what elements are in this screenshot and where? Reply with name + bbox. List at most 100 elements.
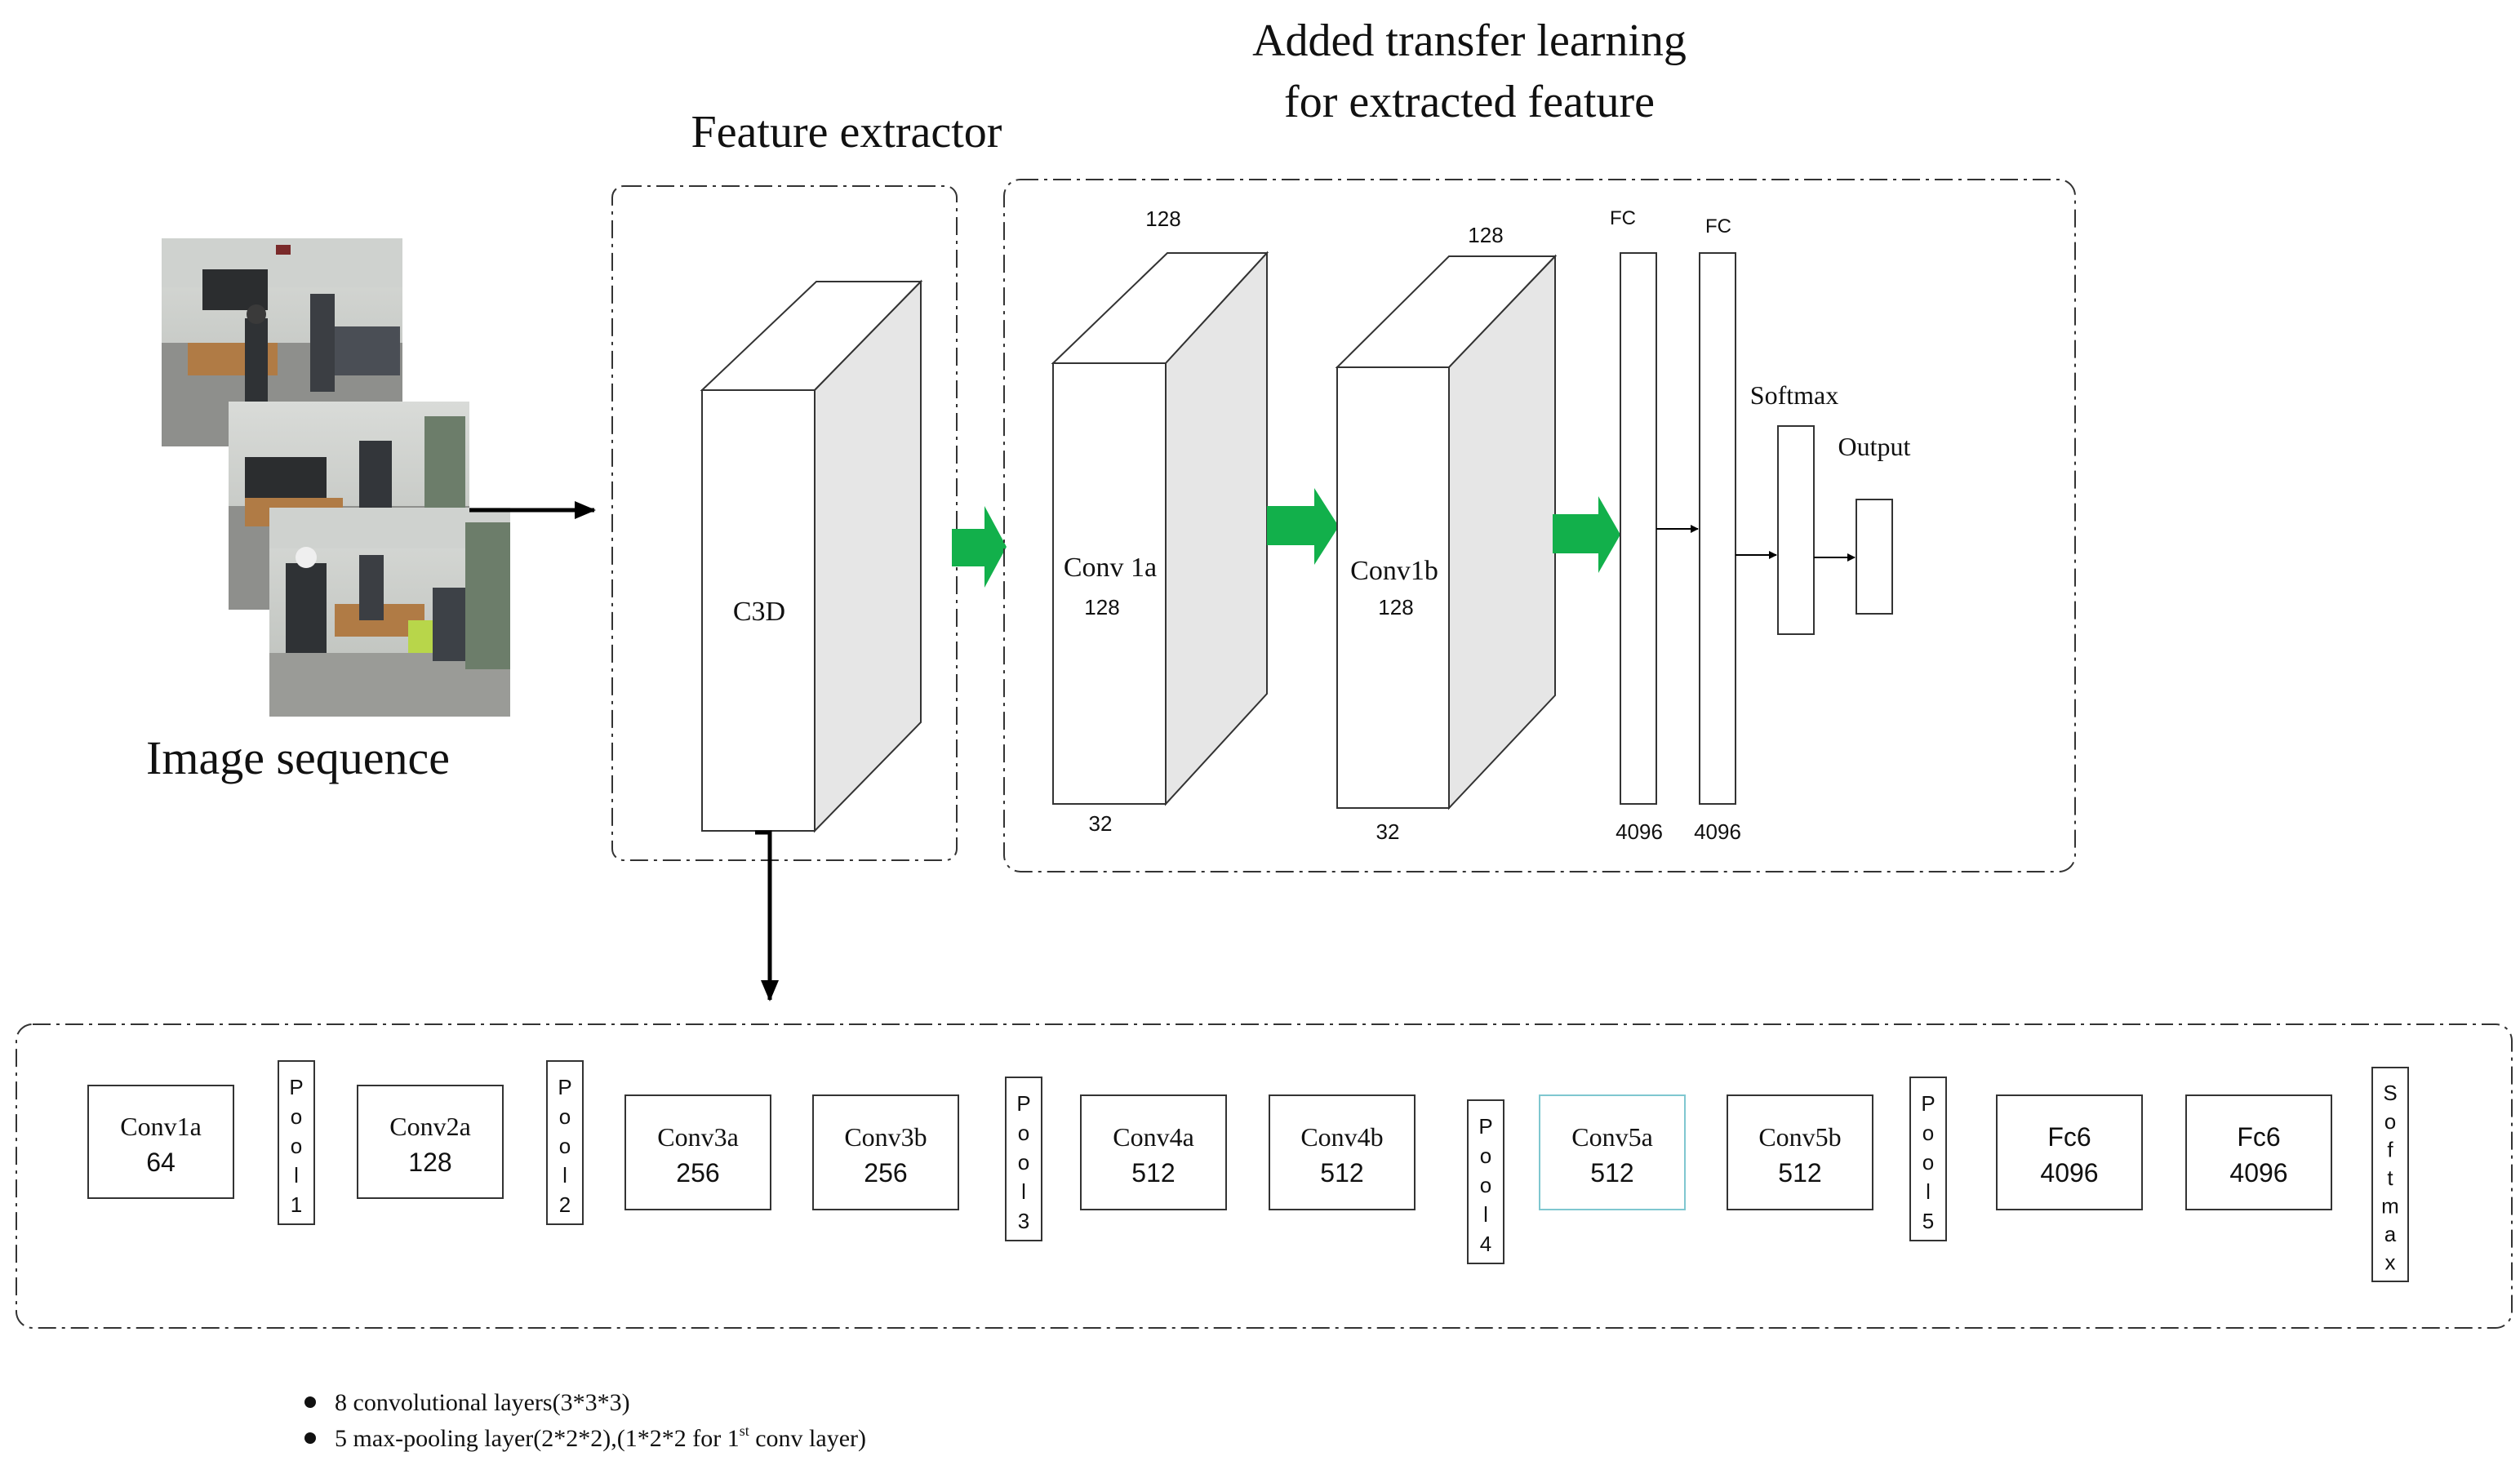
- layer-letter: l: [294, 1163, 299, 1188]
- layer-letter: o: [559, 1104, 571, 1129]
- conv1b-label: Conv1b: [1350, 556, 1438, 586]
- layer-letter: t: [2387, 1165, 2393, 1190]
- fc2-size: 4096: [1694, 819, 1741, 844]
- note2-text: 5 max-pooling layer(2*2*2),(1*2*2 for 1s…: [335, 1423, 866, 1452]
- layer-letter: P: [558, 1075, 571, 1099]
- layer-size: 64: [146, 1148, 176, 1177]
- conv1b-to-fc-arrow: [1553, 496, 1620, 573]
- layer-name: Conv4b: [1300, 1122, 1383, 1152]
- layer-letter: l: [1926, 1179, 1931, 1204]
- layer-letter: o: [1480, 1173, 1491, 1197]
- layer-letter: o: [2384, 1109, 2396, 1134]
- layer-size: 512: [1131, 1158, 1175, 1188]
- c3d-conv-layer: Fc6 4096: [1996, 1094, 2143, 1210]
- note2-bullet: [304, 1432, 316, 1444]
- layer-letter: f: [2387, 1137, 2393, 1161]
- fc1-size: 4096: [1616, 819, 1663, 844]
- layer-size: 512: [1778, 1158, 1821, 1188]
- layer-letter: o: [1018, 1121, 1029, 1145]
- layer-letter: P: [289, 1075, 303, 1099]
- layer-name: Conv5b: [1758, 1122, 1841, 1152]
- layer-box: [1080, 1094, 1227, 1210]
- conv1a-label: Conv 1a: [1064, 553, 1157, 583]
- layer-letter: o: [1922, 1150, 1934, 1174]
- layer-box: [1727, 1094, 1873, 1210]
- layer-name: Conv2a: [389, 1112, 471, 1141]
- conv1b-bottom-size: 32: [1376, 819, 1400, 844]
- layer-letter: a: [2384, 1222, 2397, 1246]
- softmax-layer: [1777, 425, 1815, 635]
- layer-box: [278, 1060, 315, 1225]
- layer-name: Conv3a: [657, 1122, 739, 1152]
- layer-name: Conv1a: [120, 1112, 202, 1141]
- layer-letter: P: [1016, 1091, 1030, 1116]
- layer-box: [87, 1085, 234, 1199]
- fc1-label: FC: [1610, 207, 1636, 229]
- conv1a-to-conv1b-arrow: [1267, 488, 1339, 565]
- image-sequence: [162, 238, 510, 717]
- output-node: [1856, 499, 1893, 615]
- layer-box: [624, 1094, 771, 1210]
- conv1a-top-size: 128: [1145, 206, 1180, 231]
- transfer-title-line1: Added transfer learning: [1252, 16, 1687, 66]
- layer-size: 512: [1590, 1158, 1633, 1188]
- layer-name: Conv3b: [844, 1122, 927, 1152]
- c3d-layer-row: Conv1a64Pool1Conv2a128Pool2Conv3a256Conv…: [87, 1060, 2409, 1282]
- layer-box: [546, 1060, 584, 1225]
- output-label: Output: [1838, 432, 1911, 461]
- c3d-layers-panel: [16, 1023, 2513, 1329]
- layer-box: [357, 1085, 504, 1199]
- layer-letter: x: [2385, 1250, 2396, 1275]
- conv1a-bottom-size: 32: [1089, 811, 1113, 836]
- transfer-title-line2: for extracted feature: [1284, 77, 1655, 127]
- note1-bullet: [304, 1396, 316, 1408]
- note1-text: 8 convolutional layers(3*3*3): [335, 1389, 630, 1416]
- layer-box: [2371, 1067, 2409, 1282]
- layer-letter: l: [562, 1163, 567, 1188]
- layer-box: [812, 1094, 959, 1210]
- layer-size: 4096: [2229, 1158, 2287, 1188]
- layer-name: Fc6: [2047, 1122, 2091, 1152]
- c3d-conv-layer: Conv5b 512: [1727, 1094, 1873, 1210]
- layer-letter: 2: [559, 1192, 571, 1217]
- feature-extractor-title: Feature extractor: [691, 107, 1002, 158]
- layer-size: 256: [676, 1158, 719, 1188]
- layer-letter: 1: [291, 1192, 302, 1217]
- layer-letter: 5: [1922, 1209, 1934, 1233]
- layer-box: [1467, 1099, 1504, 1264]
- fc2-layer: [1699, 252, 1736, 805]
- layer-letter: o: [1018, 1150, 1029, 1174]
- layer-box: [2185, 1094, 2332, 1210]
- layer-box: [1269, 1094, 1416, 1210]
- image-sequence-label: Image sequence: [146, 731, 450, 784]
- note2-post: conv layer): [749, 1425, 866, 1452]
- notes-list: 8 convolutional layers(3*3*3) 5 max-pool…: [304, 1389, 866, 1452]
- layer-letter: P: [1478, 1114, 1492, 1139]
- layer-letter: o: [291, 1104, 302, 1129]
- layer-letter: l: [1483, 1202, 1488, 1227]
- layer-letter: 4: [1480, 1232, 1491, 1256]
- layer-letter: o: [1922, 1121, 1934, 1145]
- layer-box: [1539, 1094, 1686, 1210]
- transfer-learning-box: [1003, 179, 2076, 872]
- fc2-label: FC: [1705, 215, 1731, 238]
- layer-box: [1996, 1094, 2143, 1210]
- layer-letter: 3: [1018, 1209, 1029, 1233]
- conv1a-depth: 128: [1084, 595, 1119, 619]
- layer-size: 4096: [2040, 1158, 2098, 1188]
- layer-letter: P: [1921, 1091, 1935, 1116]
- layer-letter: o: [559, 1134, 571, 1158]
- conv1b-block: [1335, 254, 1558, 810]
- conv1a-block: [1051, 251, 1269, 806]
